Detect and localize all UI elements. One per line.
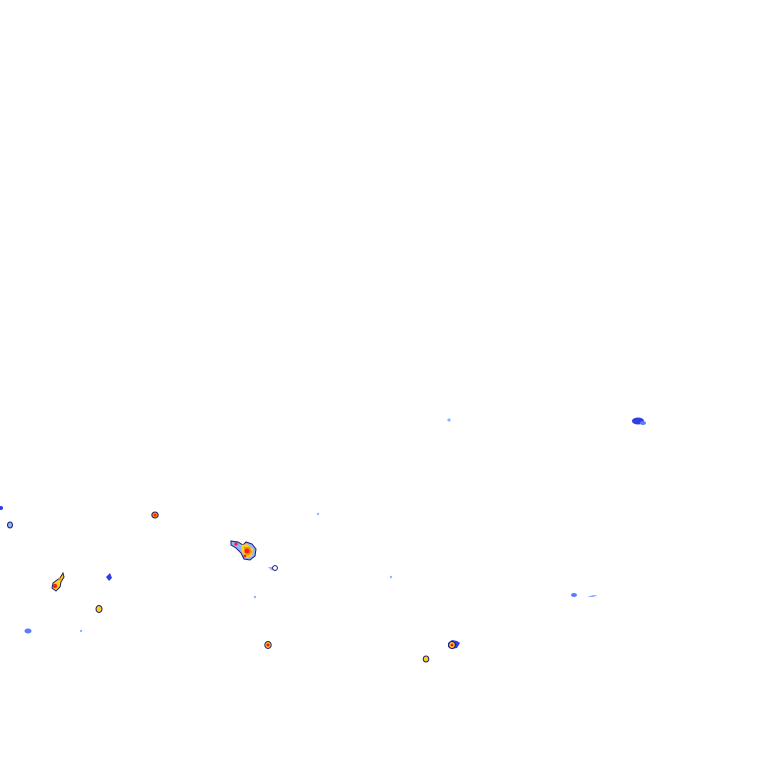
echo-main-storm — [230, 540, 257, 561]
echo-southeast-cell — [448, 640, 460, 649]
echo-main-satellite — [268, 565, 278, 571]
echo-west-small — [151, 511, 159, 519]
echo-west-edge — [0, 506, 13, 529]
echo-southeast-small — [422, 655, 430, 663]
echo-central-south — [264, 641, 272, 649]
echo-far-east — [632, 417, 646, 425]
echo-speck-center — [79, 418, 451, 633]
echo-west-cell — [51, 571, 65, 592]
echo-southwest-cell — [95, 605, 103, 613]
echo-east-pair — [571, 593, 597, 597]
echo-southwest-blue — [24, 573, 112, 634]
